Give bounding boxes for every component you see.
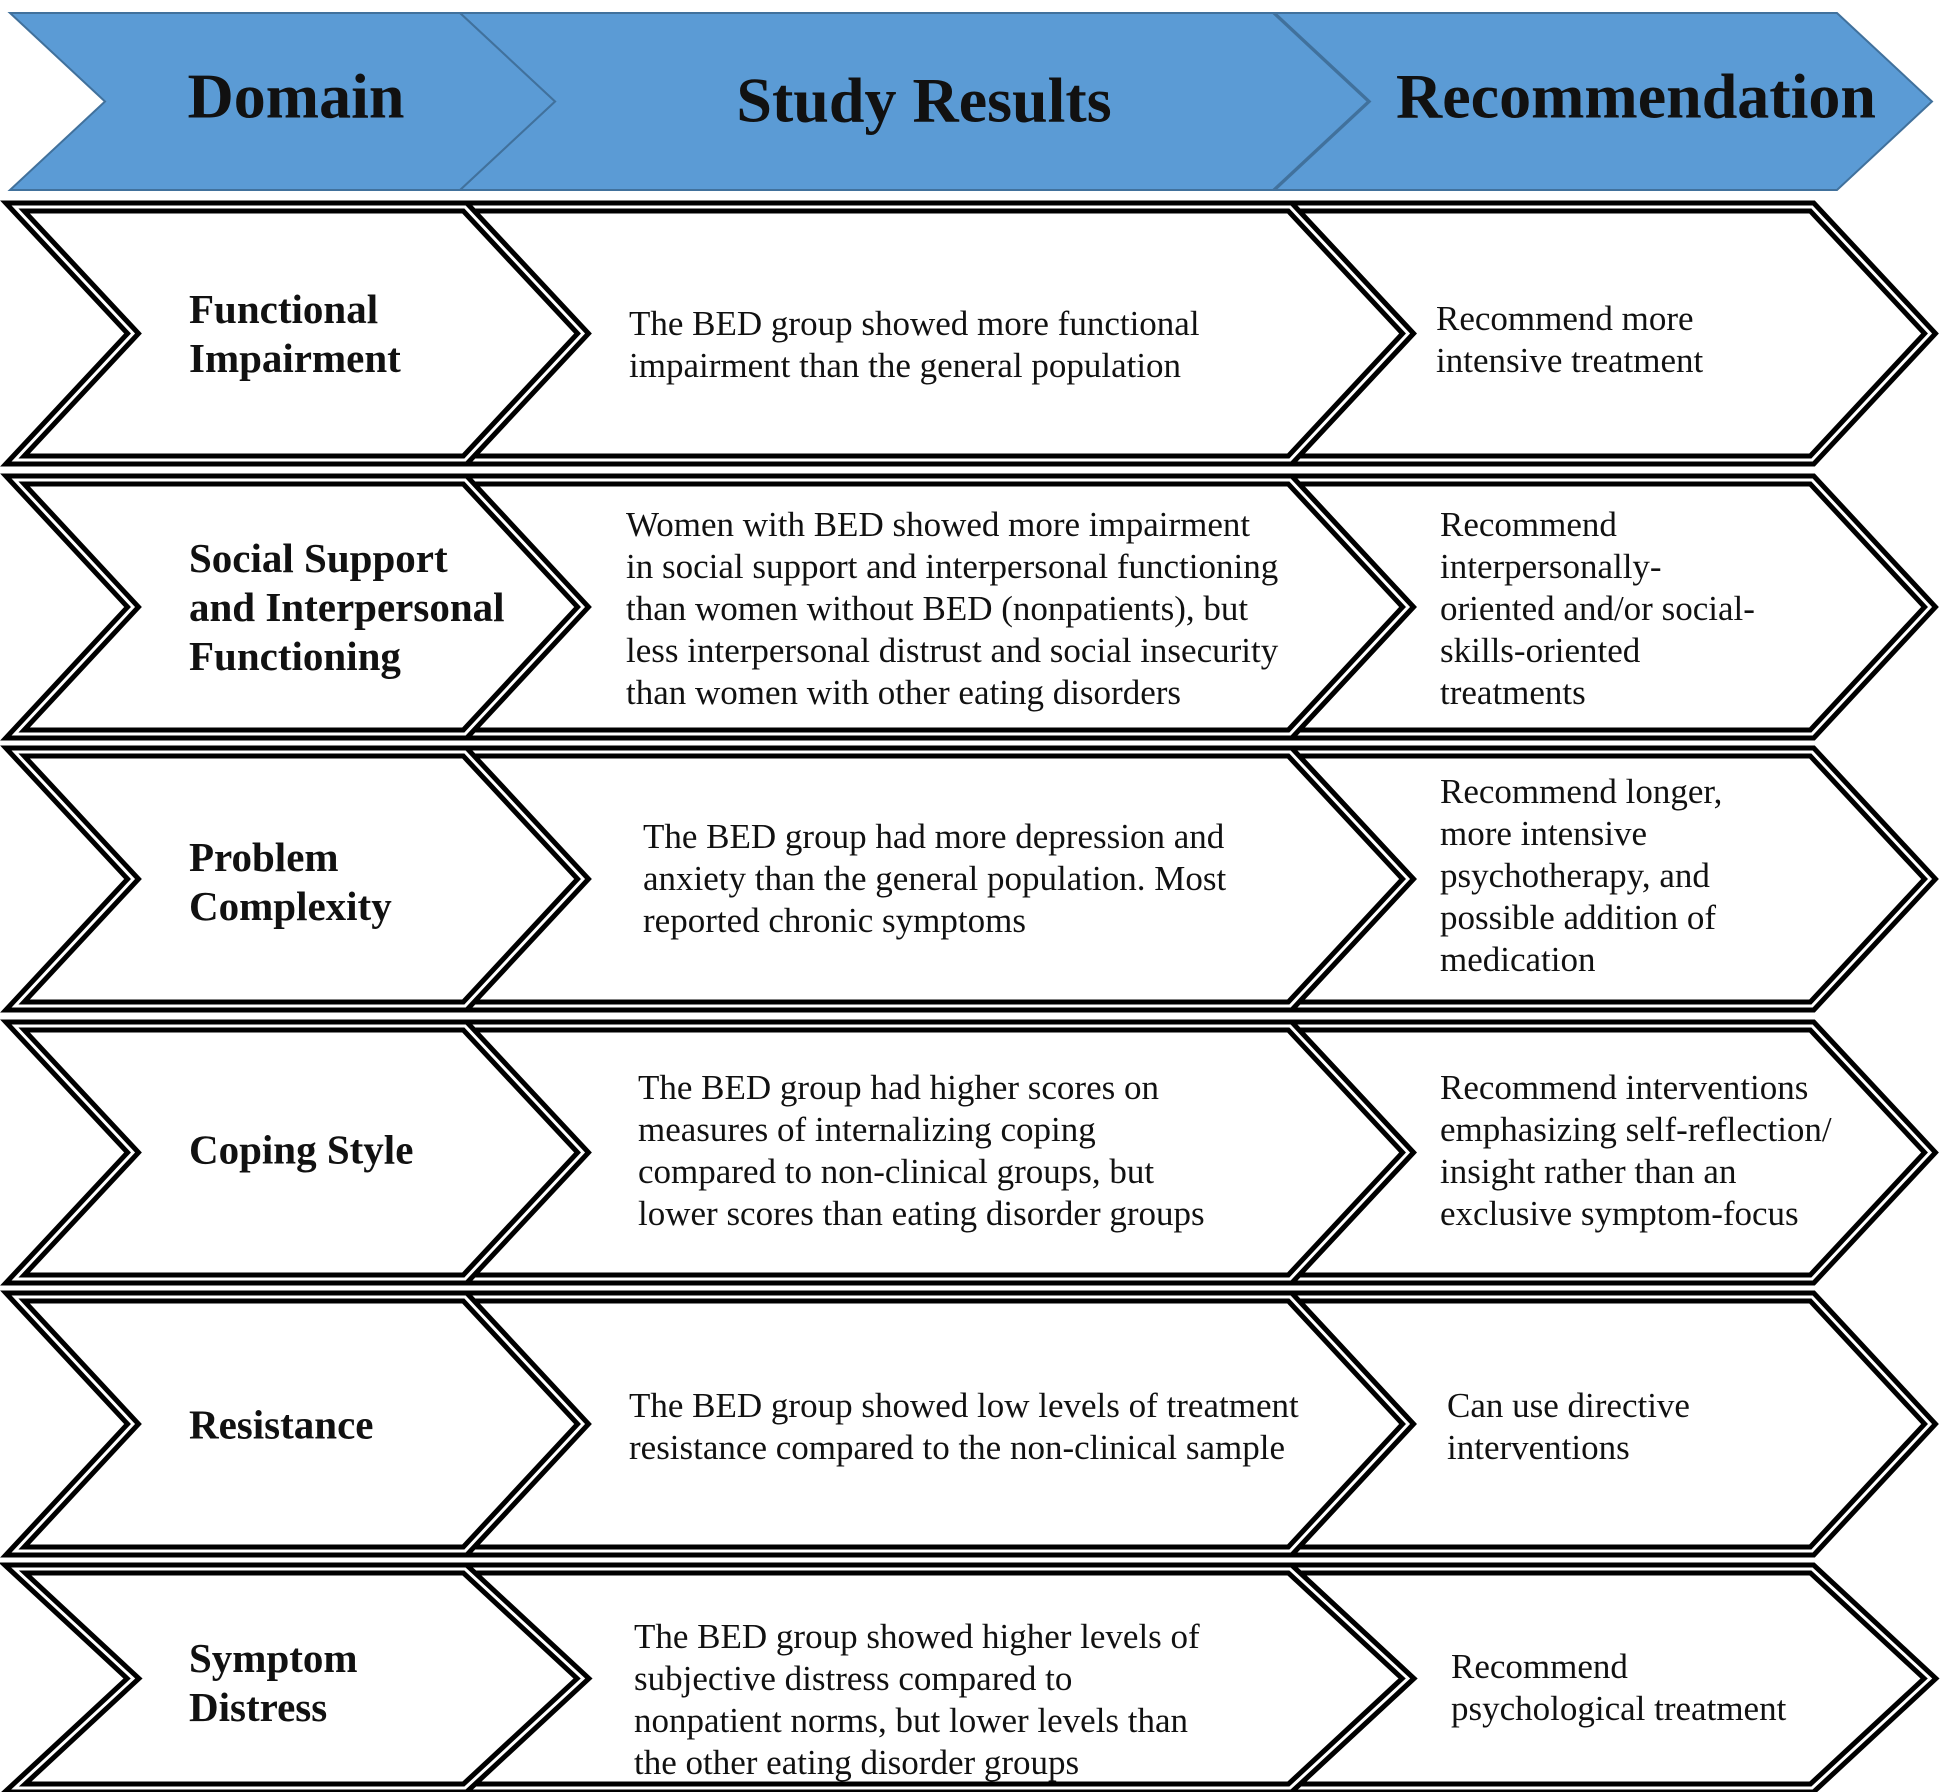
row-4-domain: Coping Style [189,1126,414,1173]
header-chevron-recommendation [1272,12,1934,191]
row-2-domain: Social Support and Interpersonal Functio… [189,535,505,680]
row-4-recommendation: Recommend interventions emphasizing self… [1440,1068,1832,1233]
row-shapes [0,200,1940,1792]
row-3-results: The BED group had more depression and an… [643,817,1227,940]
row-6-results: The BED group showed higher levels of su… [634,1617,1200,1782]
row-6-domain-chevron-inner [11,1567,586,1790]
row-6-recommendation: Recommend psychological treatment [1451,1647,1787,1728]
row-5-domain-chevron-inner [11,1295,586,1553]
row-1-domain: Functional Impairment [189,285,401,381]
row-1-domain-chevron-inner [11,205,586,462]
row-5-domain: Resistance [189,1401,374,1448]
row-4-domain-chevron-inner [11,1024,586,1281]
row-1-recommendation: Recommend more intensive treatment [1436,299,1704,380]
row-4-results: The BED group had higher scores on measu… [638,1068,1205,1233]
row-2-domain-chevron-inner [11,478,586,736]
row-2-results: Women with BED showed more impairment in… [626,505,1279,712]
row-5-results: The BED group showed low levels of treat… [629,1386,1299,1467]
row-3-domain: Problem Complexity [189,833,392,929]
header-recommendation: Recommendation [1396,60,1876,132]
row-6-domain: Symptom Distress [189,1634,358,1730]
row-2-recommendation: Recommend interpersonally- oriented and/… [1440,505,1755,712]
row-3-domain-chevron-inner [11,750,586,1008]
header-domain: Domain [187,60,405,132]
header-chevron-domain [7,12,557,191]
row-5-recommendation: Can use directive interventions [1447,1386,1690,1467]
row-3-recommendation: Recommend longer, more intensive psychot… [1440,772,1723,979]
header-band [7,12,1934,191]
row-1-results: The BED group showed more functional imp… [629,304,1200,385]
header-study-results: Study Results [736,64,1112,136]
